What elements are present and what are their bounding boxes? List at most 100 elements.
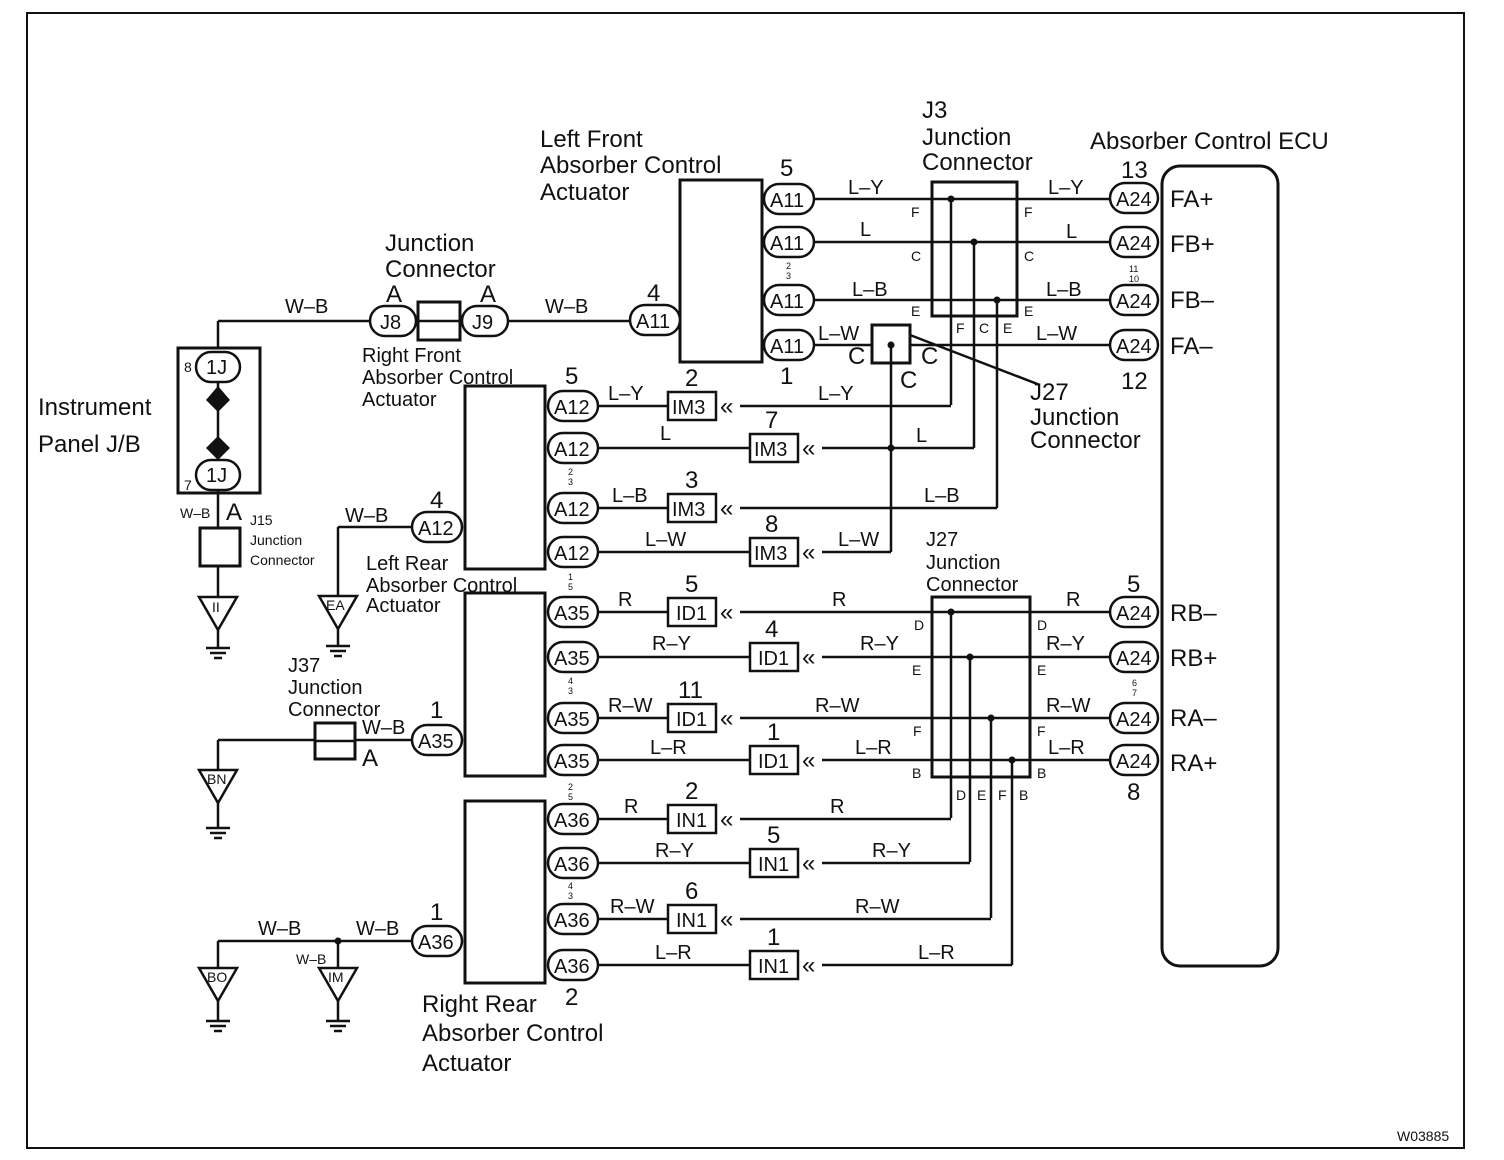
junction-top-label-2: Connector <box>385 256 496 283</box>
absorber-control-ecu <box>1160 164 1280 968</box>
svg-text:A36: A36 <box>418 932 454 954</box>
svg-text:«: « <box>802 747 815 774</box>
right-rear-label-1: Right Rear <box>422 991 537 1018</box>
svg-text:1: 1 <box>767 924 780 951</box>
svg-text:«: « <box>802 435 815 462</box>
in1-connector <box>666 903 718 935</box>
svg-text:8: 8 <box>184 359 192 375</box>
svg-text:D: D <box>914 617 924 633</box>
svg-text:«: « <box>720 495 733 522</box>
svg-text:8: 8 <box>765 511 778 538</box>
svg-text:C: C <box>979 320 989 336</box>
svg-text:EA: EA <box>326 597 345 613</box>
svg-text:«: « <box>720 705 733 732</box>
svg-text:E: E <box>977 787 986 803</box>
svg-text:A24: A24 <box>1116 709 1152 731</box>
right-front-pin-side: 4 <box>430 487 443 514</box>
j27-rear-label-1: Junction <box>926 552 1001 574</box>
bus-arrow-icon <box>206 386 230 460</box>
svg-text:IN1: IN1 <box>758 854 789 876</box>
svg-text:A: A <box>386 281 402 308</box>
svg-text:L–B: L–B <box>852 279 888 301</box>
svg-text:F: F <box>956 320 965 336</box>
svg-text:L–Y: L–Y <box>818 383 854 405</box>
svg-text:A12: A12 <box>554 439 590 461</box>
svg-text:5: 5 <box>767 822 780 849</box>
j27-rear-label-2: Connector <box>926 574 1019 596</box>
svg-text:A12: A12 <box>554 499 590 521</box>
ecu-pin-ra-minus: RA– <box>1170 705 1217 732</box>
ecu-title: Absorber Control ECU <box>1090 128 1329 155</box>
svg-text:II: II <box>212 599 220 615</box>
svg-text:B: B <box>912 765 921 781</box>
svg-text:B: B <box>1019 787 1028 803</box>
ecu-pin-fb-plus: FB+ <box>1170 231 1215 258</box>
left-front-label-3: Actuator <box>540 179 629 206</box>
right-front-label-1: Right Front <box>362 345 461 367</box>
ecu-small-10: 10 <box>1129 274 1139 284</box>
left-front-pin-top: 5 <box>780 155 793 182</box>
svg-text:W–B: W–B <box>545 296 588 318</box>
svg-text:7: 7 <box>184 477 192 493</box>
left-front-pin-bottom: 1 <box>780 363 793 390</box>
ecu-small-7: 7 <box>1132 688 1137 698</box>
svg-text:F: F <box>1037 723 1046 739</box>
figure-id: W03885 <box>1397 1128 1449 1144</box>
svg-text:«: « <box>720 806 733 833</box>
svg-text:A24: A24 <box>1116 603 1152 625</box>
ground-ii: II <box>196 595 240 660</box>
svg-text:A35: A35 <box>554 648 590 670</box>
svg-text:R: R <box>624 796 638 818</box>
im3-connector <box>748 432 800 464</box>
svg-text:L–Y: L–Y <box>848 177 884 199</box>
svg-text:BO: BO <box>207 969 227 985</box>
svg-text:6: 6 <box>685 878 698 905</box>
left-rear-actuator-body <box>463 591 547 778</box>
a35-connectors: A35 A35 A35 A35 A35 <box>410 595 600 777</box>
j15-id: J15 <box>250 512 273 528</box>
svg-text:D: D <box>1037 617 1047 633</box>
svg-text:«: « <box>802 952 815 979</box>
svg-text:A24: A24 <box>1116 648 1152 670</box>
ecu-pin-num-8: 8 <box>1127 779 1140 806</box>
svg-text:5: 5 <box>568 792 573 802</box>
ecu-small-11: 11 <box>1129 264 1138 274</box>
svg-text:«: « <box>720 906 733 933</box>
diagram-frame <box>26 12 1465 1149</box>
svg-text:F: F <box>911 204 920 220</box>
svg-text:IN1: IN1 <box>758 956 789 978</box>
svg-text:2: 2 <box>685 778 698 805</box>
j27-rear-id: J27 <box>926 529 958 551</box>
svg-text:3: 3 <box>786 271 791 281</box>
svg-text:W–B: W–B <box>362 717 405 739</box>
svg-text:L–R: L–R <box>855 737 892 759</box>
svg-text:A24: A24 <box>1116 233 1152 255</box>
id1-connector <box>748 744 800 776</box>
svg-text:A12: A12 <box>554 543 590 565</box>
svg-text:F: F <box>1024 204 1033 220</box>
svg-text:E: E <box>1024 303 1033 319</box>
ecu-pin-fa-minus: FA– <box>1170 333 1213 360</box>
right-front-pin-top: 5 <box>565 363 578 390</box>
svg-text:R: R <box>1066 589 1080 611</box>
id1-connector <box>666 596 718 628</box>
svg-text:A: A <box>480 281 496 308</box>
svg-text:R–W: R–W <box>815 695 860 717</box>
svg-text:1J: 1J <box>206 357 227 379</box>
svg-text:L–R: L–R <box>655 942 692 964</box>
svg-text:A36: A36 <box>554 910 590 932</box>
j15-label-1: Junction <box>250 532 302 548</box>
svg-text:R–W: R–W <box>610 896 655 918</box>
right-rear-pin-side: 1 <box>430 899 443 926</box>
svg-text:3: 3 <box>568 477 573 487</box>
svg-text:A11: A11 <box>636 311 670 333</box>
j37-id: J37 <box>288 655 320 677</box>
svg-text:W–B: W–B <box>180 505 210 521</box>
svg-text:A35: A35 <box>554 709 590 731</box>
svg-text:L–W: L–W <box>645 529 686 551</box>
svg-text:IM3: IM3 <box>672 397 705 419</box>
junction-top-label-1: Junction <box>385 230 474 257</box>
ecu-pin-num-12: 12 <box>1121 368 1148 395</box>
svg-text:D: D <box>956 787 966 803</box>
svg-text:C: C <box>900 367 917 394</box>
